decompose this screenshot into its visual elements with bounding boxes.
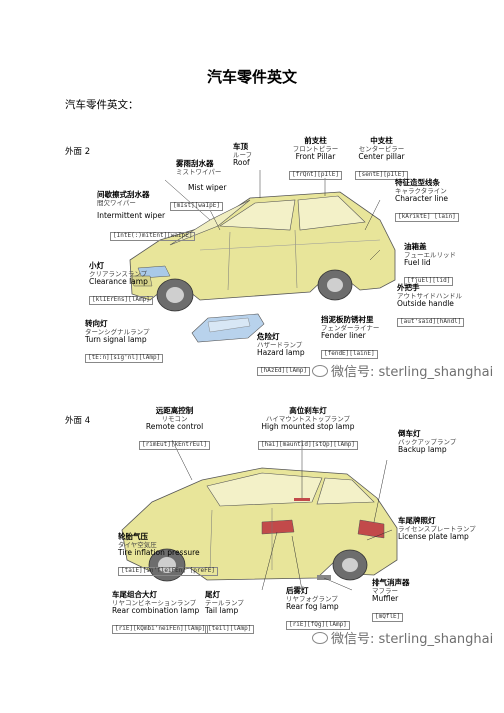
label-mist-wiper-ph: [mIst][waIpE] <box>170 193 223 211</box>
label-backup-lamp: 倒车灯 バックアップランプ Backup lamp <box>398 429 457 455</box>
wechat-icon <box>312 365 328 377</box>
label-intermittent-wiper: 间歇擦式刮水器 間欠ワイパー <box>97 190 150 207</box>
label-high-mounted-stop-lamp: 高位刹车灯 ハイマウントストップランプ High mounted stop la… <box>258 406 358 450</box>
label-rear-combination-lamp: 车尾组合大灯 リヤコンビネーションランプ Rear combination la… <box>112 590 209 634</box>
label-intermittent-wiper-en: Intermittent wiper <box>97 211 166 220</box>
label-turn-signal-lamp: 转向灯 ターンシグナルランプ Turn signal lamp [tE:n][s… <box>85 319 164 363</box>
car-front-illustration <box>129 170 396 312</box>
label-center-pillar: 中支柱 センターピラー Center pillar [sentE][pIlE] <box>355 136 408 180</box>
label-license-plate-lamp: 车尾牌照灯 ライセンスプレートランプ License plate lamp <box>398 516 476 542</box>
page-subtitle: 汽车零件英文： <box>65 99 139 111</box>
label-remote-control: 远距离控制 リモコン Remote control [rimEut][kEntr… <box>139 406 211 450</box>
label-roof: 车顶 ルーフ Roof <box>233 142 253 168</box>
wechat-icon <box>312 632 328 644</box>
watermark-1: 微信号: sterling_shanghai <box>312 361 493 380</box>
watermark-2: 微信号: sterling_shanghai <box>312 628 493 647</box>
label-character-line: 特征造型线条 キャラクタライン Character line [kAriktE]… <box>395 178 459 222</box>
label-mist-wiper: 雾雨刮水器 ミストワイパー <box>176 159 222 176</box>
page-title: 汽车零件英文 <box>206 68 297 86</box>
label-fender-liner: 挡泥板防锈衬里 フェンダーライナー Fender liner [fendE][l… <box>321 315 380 359</box>
car-rear-illustration <box>121 440 398 591</box>
label-hazard-lamp: 危险灯 ハザードランプ Hazard lamp [hAzEd][lAmp] <box>257 332 310 376</box>
label-tire-inflation-pressure: 轮胎气压 タイヤ空気圧 Tire inflation pressure [tai… <box>118 532 218 576</box>
section-label-exterior-2: 外面 2 <box>65 147 91 157</box>
label-mist-wiper-en: Mist wiper <box>188 183 227 192</box>
label-clearance-lamp: 小灯 クリアランスランプ Clearance lamp [klIErEns][l… <box>89 261 153 305</box>
label-outside-handle: 外把手 アウトサイドハンドル Outside handle [aut'said]… <box>397 283 465 327</box>
label-tail-lamp: 尾灯 テールランプ Tail lamp [teil][lAmp] <box>205 590 255 634</box>
label-fuel-lid: 油箱盖 フューエルリッド Fuel lid [fjuEl][lid] <box>404 242 456 286</box>
label-muffler: 排气消声器 マフラー Muffler [mQflE] <box>372 578 410 622</box>
turn-signal-lamp-illustration <box>191 313 265 343</box>
label-intermittent-wiper-ph: [IntE(:)mitEnt][waIpE] <box>110 223 196 241</box>
label-rear-fog-lamp: 后雾灯 リヤフォグランプ Rear fog lamp [riE][fQg][lA… <box>286 586 350 630</box>
section-label-exterior-4: 外面 4 <box>65 416 91 426</box>
label-front-pillar: 前支柱 フロントピラー Front Pillar [frQnt][pIlE] <box>289 136 342 180</box>
